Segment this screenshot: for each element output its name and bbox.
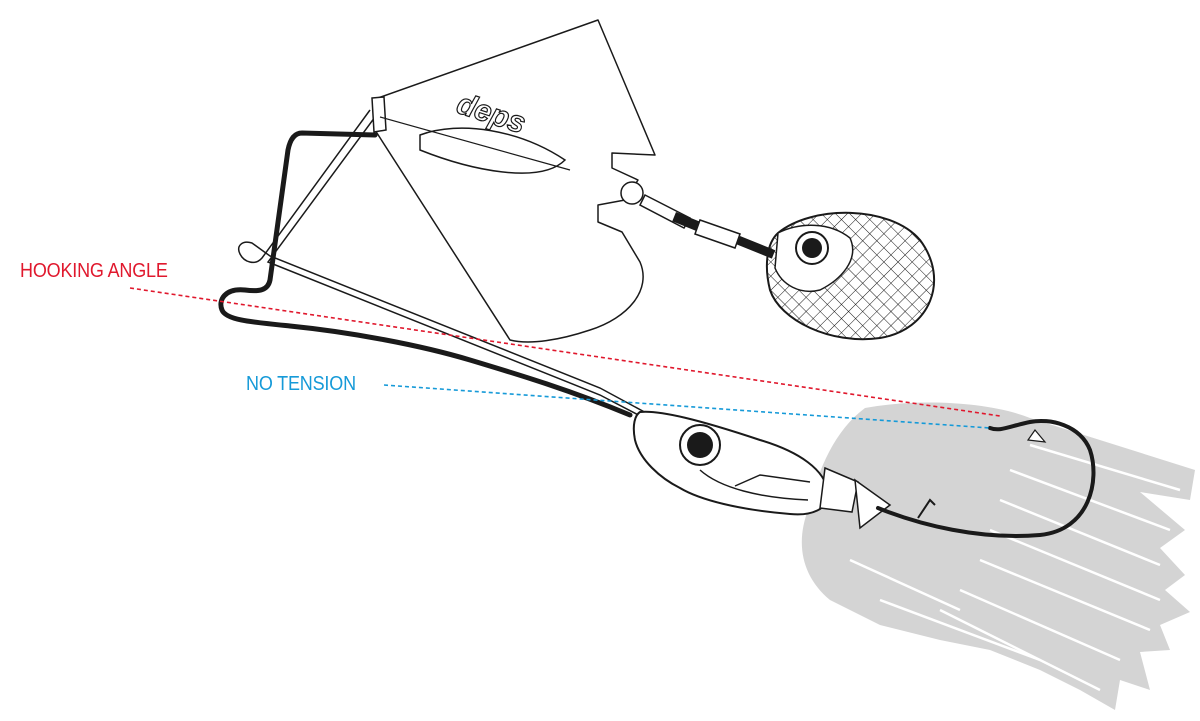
willow-blade: deps: [371, 19, 656, 343]
bent-wire-arm: [218, 130, 633, 418]
hook: [876, 419, 1096, 538]
colorado-blade: [765, 211, 936, 341]
rubber-skirt: [801, 402, 1195, 710]
jig-head: [632, 410, 892, 530]
swivel-clevis: [620, 181, 776, 259]
hooking-angle-label: HOOKING ANGLE: [20, 260, 168, 282]
no-tension-line: [383, 384, 991, 429]
upper-wire: [238, 109, 651, 416]
no-tension-label: NO TENSION: [246, 373, 356, 395]
